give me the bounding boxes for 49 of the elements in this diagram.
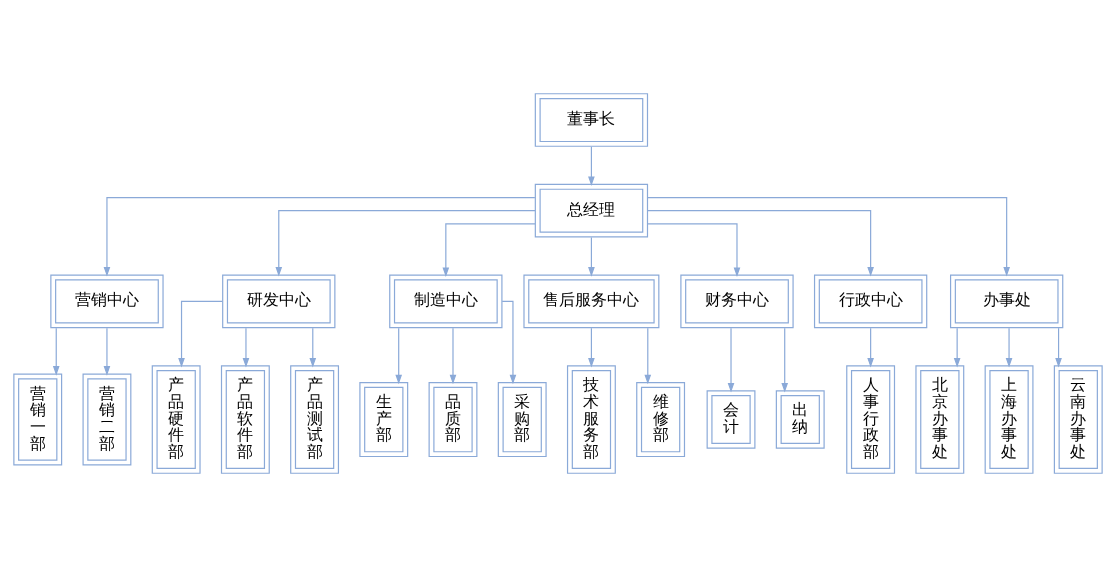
node-box: 产品软件部	[220, 365, 270, 474]
arrow	[953, 327, 961, 368]
node-box: 产品硬件部	[151, 365, 201, 474]
node-box: 总经理	[534, 183, 649, 238]
node-box: 采购部	[497, 381, 547, 458]
arrow	[103, 327, 111, 376]
arrow	[275, 210, 536, 277]
node-box: 北京办事处	[915, 365, 965, 474]
node-box: 人事行政部	[846, 365, 896, 474]
node-box: 云南办事处	[1053, 365, 1103, 474]
node-box: 研发中心	[222, 274, 336, 329]
arrow	[178, 300, 223, 368]
arrow	[647, 197, 1010, 277]
arrow	[242, 327, 250, 368]
node-box: 售后服务中心	[523, 274, 660, 329]
node-box: 出纳	[775, 390, 825, 449]
node-box: 营销一部	[13, 373, 63, 466]
arrow	[588, 236, 595, 277]
node-box: 技术服务部	[566, 365, 616, 474]
node-box: 品质部	[428, 381, 478, 458]
arrow	[1005, 327, 1013, 368]
arrow	[647, 210, 874, 277]
arrow	[727, 327, 735, 393]
node-box: 营销二部	[82, 373, 132, 466]
node-box: 董事长	[534, 93, 649, 147]
node-box: 产品测试部	[290, 365, 340, 474]
arrow	[442, 223, 536, 277]
arrow	[588, 327, 595, 368]
node-box: 会计	[706, 390, 756, 449]
arrow	[781, 327, 789, 393]
arrow	[309, 327, 317, 368]
arrow	[1055, 327, 1062, 368]
node-box: 行政中心	[813, 274, 928, 329]
node-box: 生产部	[359, 381, 409, 458]
arrow	[647, 223, 741, 277]
node-box: 办事处	[950, 274, 1064, 329]
node-box: 维修部	[636, 381, 686, 458]
node-box: 财务中心	[680, 274, 794, 329]
arrow	[395, 327, 403, 385]
node-box: 营销中心	[50, 274, 164, 329]
arrow	[103, 197, 536, 277]
arrow	[588, 146, 595, 186]
arrow	[501, 300, 517, 385]
arrow	[867, 327, 874, 368]
node-box: 制造中心	[389, 274, 503, 329]
arrow	[52, 327, 60, 376]
arrow	[449, 327, 457, 385]
node-box: 上海办事处	[984, 365, 1034, 474]
arrow	[644, 327, 652, 385]
